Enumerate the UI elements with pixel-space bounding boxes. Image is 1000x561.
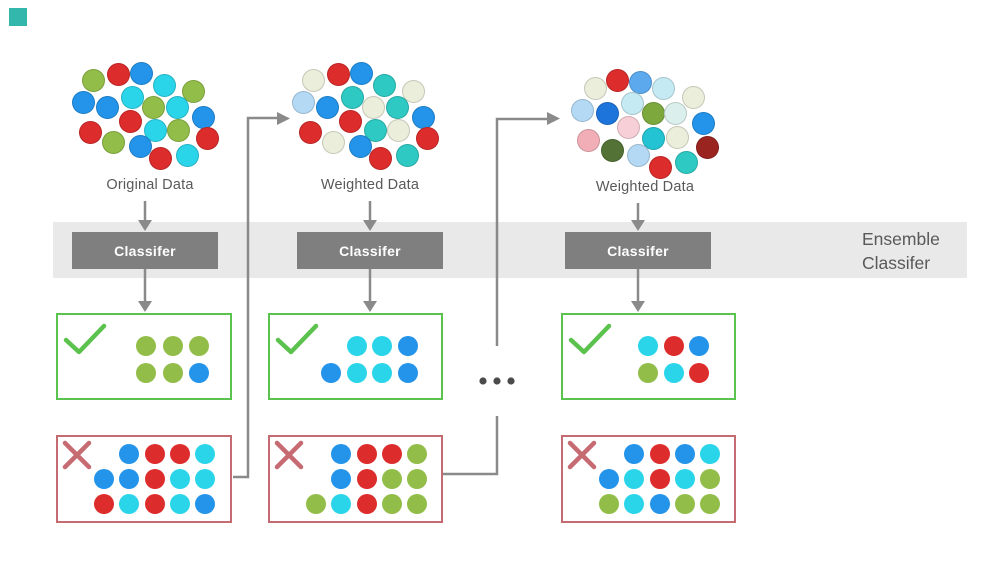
faded-green-datapoint [401, 79, 425, 103]
mid-blue-datapoint [628, 70, 652, 94]
cyan-datapoint [143, 118, 167, 142]
incorrect-result-box-3 [561, 435, 736, 523]
ellipsis-dot [493, 377, 501, 385]
blue-datapoint [348, 134, 372, 158]
green-datapoint [101, 130, 125, 154]
pale-cyan-datapoint [620, 91, 644, 115]
green-datapoint [166, 118, 190, 142]
dataset-label-1: Original Data [106, 177, 194, 193]
teal-datapoint [363, 118, 387, 142]
cyan-datapoint [152, 73, 176, 97]
blue-datapoint [191, 105, 215, 129]
teal-datapoint [385, 95, 409, 119]
blue-datapoint [95, 95, 119, 119]
red-datapoint [106, 62, 130, 86]
red-datapoint [338, 109, 362, 133]
faded-blue-datapoint [291, 90, 315, 114]
cyan-datapoint [120, 85, 144, 109]
ensemble-label-line1: Ensemble [862, 229, 940, 249]
blue-datapoint [128, 134, 152, 158]
maroon-datapoint [695, 135, 719, 159]
cyan-datapoint [165, 95, 189, 119]
red-datapoint [368, 146, 392, 170]
pink-datapoint [576, 128, 600, 152]
red-datapoint [326, 62, 350, 86]
faded-green-datapoint [386, 118, 410, 142]
connector-arrowheads [277, 112, 560, 125]
classifier-button-2: Classifer [297, 232, 443, 269]
blue-datapoint [315, 95, 339, 119]
pale-pink-datapoint [616, 115, 640, 139]
ensemble-classifier-label: Ensemble Classifer [862, 227, 940, 275]
faded-green-datapoint [321, 130, 345, 154]
arrowhead-icon [138, 301, 152, 312]
faded-green-datapoint [583, 76, 607, 100]
ellipsis-dot [507, 377, 515, 385]
green-datapoint [81, 68, 105, 92]
pale-mint-datapoint [663, 101, 687, 125]
correct-result-box-2 [268, 313, 443, 400]
arrowhead-right-icon [277, 112, 290, 125]
red-datapoint [78, 120, 102, 144]
classifier-button-3: Classifer [565, 232, 711, 269]
red-datapoint [605, 68, 629, 92]
ellipsis-dot [479, 377, 487, 385]
red-datapoint [118, 109, 142, 133]
corner-accent-square [9, 8, 27, 26]
green-datapoint [181, 79, 205, 103]
classifier-button-label: Classifer [114, 242, 176, 259]
correct-result-box-3 [561, 313, 736, 400]
ensemble-label-line2: Classifer [862, 253, 931, 273]
red-datapoint [195, 126, 219, 150]
blue-datapoint [129, 61, 153, 85]
cyan-datapoint [175, 143, 199, 167]
reweight-connectors [233, 116, 547, 479]
olive-datapoint [641, 101, 665, 125]
feedback-connector-2 [443, 117, 547, 476]
blue-datapoint [411, 105, 435, 129]
faded-green-datapoint [665, 125, 689, 149]
faded-blue-datapoint [626, 143, 650, 167]
pale-cyan-datapoint [651, 76, 675, 100]
faded-green-datapoint [361, 95, 385, 119]
feedback-connector-1 [233, 116, 277, 479]
blue-datapoint [691, 111, 715, 135]
ellipsis-icon [479, 377, 515, 385]
teal-datapoint [395, 143, 419, 167]
arrowhead-icon [631, 301, 645, 312]
correct-result-box-1 [56, 313, 232, 400]
classifier-button-1: Classifer [72, 232, 218, 269]
red-datapoint [415, 126, 439, 150]
blue-datapoint [349, 61, 373, 85]
dark-green-datapoint [600, 138, 624, 162]
blue-datapoint [71, 90, 95, 114]
red-datapoint [148, 146, 172, 170]
arrowhead-right-icon [547, 112, 560, 125]
dataset-label-2: Weighted Data [320, 177, 420, 193]
dataset-label-3: Weighted Data [595, 179, 695, 195]
red-datapoint [298, 120, 322, 144]
teal-strong-datapoint [641, 126, 665, 150]
incorrect-result-box-2 [268, 435, 443, 523]
classifier-button-label: Classifer [339, 242, 401, 259]
faded-green-datapoint [681, 85, 705, 109]
teal-datapoint [674, 150, 698, 174]
teal-datapoint [340, 85, 364, 109]
arrowhead-icon [363, 301, 377, 312]
green-datapoint [141, 95, 165, 119]
teal-datapoint [372, 73, 396, 97]
strong-blue-datapoint [595, 101, 619, 125]
red-datapoint [648, 155, 672, 179]
faded-blue-datapoint [570, 98, 594, 122]
incorrect-result-box-1 [56, 435, 232, 523]
faded-green-datapoint [301, 68, 325, 92]
classifier-button-label: Classifer [607, 242, 669, 259]
